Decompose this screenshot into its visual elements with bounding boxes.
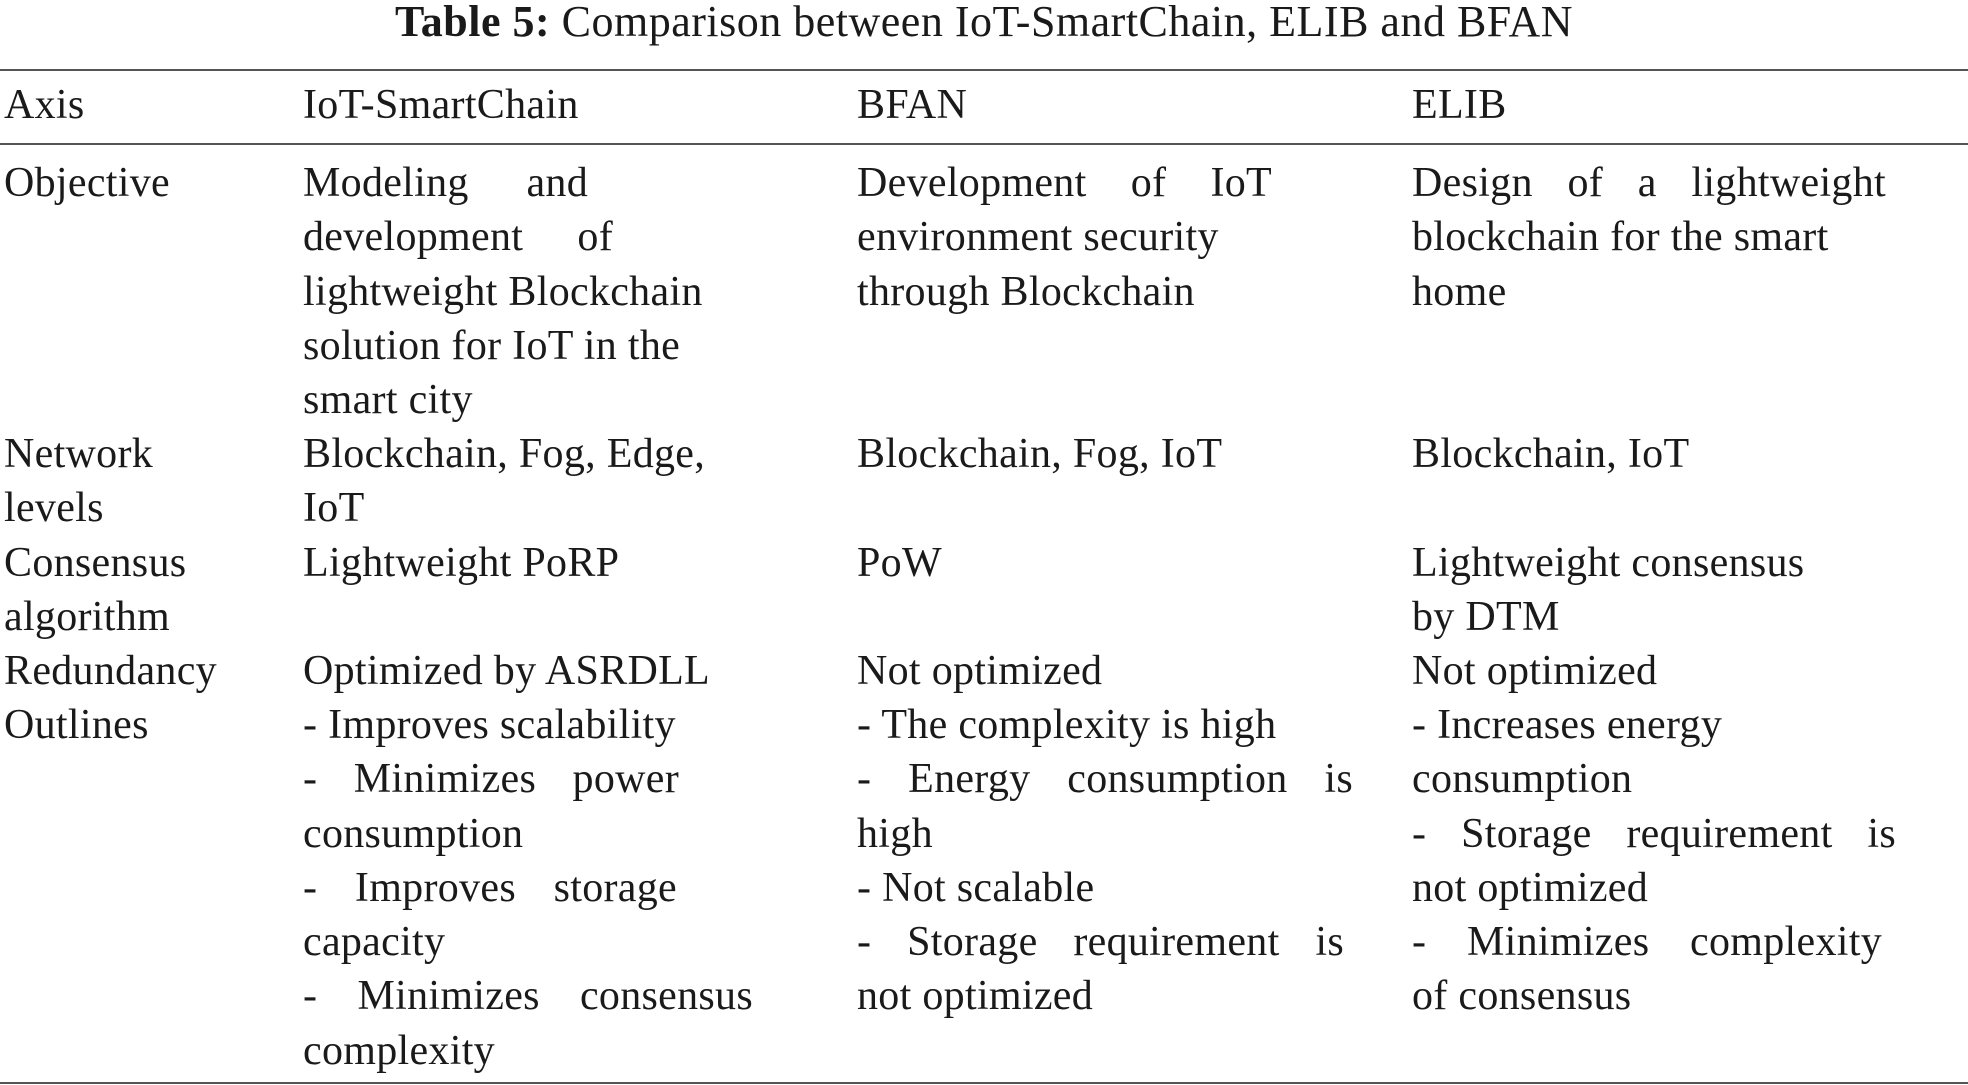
cell-line: - Storage requirement is xyxy=(857,919,1344,966)
cell-line: Outlines xyxy=(4,702,149,748)
axis-cell-redundancy: Redundancy xyxy=(4,644,217,698)
bfan-cell-redundancy: Not optimized xyxy=(857,644,1102,698)
axis-cell-objective: Objective xyxy=(4,156,170,210)
cell-line: blockchain for the smart xyxy=(1412,214,1829,261)
cell-line: - Not scalable xyxy=(857,864,1095,911)
bfan-cell-outlines: - The complexity is high - Energy consum… xyxy=(857,698,1353,1024)
table-caption-label: Table 5: xyxy=(394,0,551,46)
bfan-cell-objective: Development of IoT environment security … xyxy=(857,156,1277,319)
cell-line: levels xyxy=(4,485,104,532)
table-bottom-rule xyxy=(0,1082,1968,1084)
cell-line: IoT xyxy=(303,485,365,532)
elib-cell-outlines: - Increases energy consumption - Storage… xyxy=(1412,698,1896,1024)
cell-line: Development of IoT xyxy=(857,160,1272,206)
cell-line: - The complexity is high xyxy=(857,702,1277,748)
cell-line: - Minimizes consensus xyxy=(303,973,753,1020)
axis-cell-consensus-algorithm: Consensus algorithm xyxy=(4,536,186,645)
cell-line: smart city xyxy=(303,377,473,424)
cell-line: environment security xyxy=(857,214,1219,261)
header-axis: Axis xyxy=(4,82,85,128)
cell-line: Redundancy xyxy=(4,648,217,694)
cell-line: - Energy consumption is xyxy=(857,756,1353,803)
cell-line: - Increases energy xyxy=(1412,702,1723,748)
iot-smartchain-cell-objective: Modeling and development of lightweight … xyxy=(303,156,765,427)
cell-line: - Minimizes power xyxy=(303,756,679,803)
cell-line: Blockchain, Fog, Edge, xyxy=(303,431,706,477)
cell-line: through Blockchain xyxy=(857,268,1195,315)
cell-line: Objective xyxy=(4,160,170,206)
bfan-cell-network-levels: Blockchain, Fog, IoT xyxy=(857,427,1222,481)
header-bfan: BFAN xyxy=(857,82,968,128)
cell-line: Blockchain, IoT xyxy=(1412,431,1690,477)
cell-line: - Improves storage xyxy=(303,864,677,911)
cell-line: - Storage requirement is xyxy=(1412,810,1896,857)
header-elib: ELIB xyxy=(1412,82,1507,128)
cell-line: home xyxy=(1412,268,1507,315)
cell-line: development of xyxy=(303,214,613,261)
cell-line: - Improves scalability xyxy=(303,702,676,748)
bfan-cell-consensus-algorithm: PoW xyxy=(857,536,942,590)
table-caption-text: Comparison between IoT-SmartChain, ELIB … xyxy=(561,0,1574,46)
cell-line: Blockchain, Fog, IoT xyxy=(857,431,1223,477)
cell-line: complexity xyxy=(303,1027,495,1074)
cell-line: Not optimized xyxy=(1412,648,1658,694)
iot-smartchain-cell-network-levels: Blockchain, Fog, Edge, IoT xyxy=(303,427,705,536)
cell-line: by DTM xyxy=(1412,594,1560,641)
cell-line: PoW xyxy=(857,540,942,586)
axis-cell-outlines: Outlines xyxy=(4,698,149,752)
cell-line: high xyxy=(857,810,933,857)
cell-line: of consensus xyxy=(1412,973,1632,1020)
elib-cell-objective: Design of a lightweight blockchain for t… xyxy=(1412,156,1912,319)
cell-line: consumption xyxy=(303,810,524,857)
cell-line: Design of a lightweight xyxy=(1412,160,1886,206)
header-iot-smartchain: IoT-SmartChain xyxy=(303,82,579,128)
cell-line: not optimized xyxy=(857,973,1094,1020)
cell-line: Lightweight consensus xyxy=(1412,540,1805,586)
cell-line: solution for IoT in the xyxy=(303,322,681,369)
table-header-rule xyxy=(0,143,1968,145)
cell-line: capacity xyxy=(303,919,446,966)
cell-line: consumption xyxy=(1412,756,1633,803)
cell-line: Lightweight PoRP xyxy=(303,540,620,586)
table-top-rule xyxy=(0,69,1968,71)
iot-smartchain-cell-redundancy: Optimized by ASRDLL xyxy=(303,644,710,698)
cell-line: algorithm xyxy=(4,594,171,641)
axis-cell-network-levels: Network levels xyxy=(4,427,153,536)
cell-line: Not optimized xyxy=(857,648,1103,694)
elib-cell-consensus-algorithm: Lightweight consensus by DTM xyxy=(1412,536,1804,645)
table-caption: Table 5: Comparison between IoT-SmartCha… xyxy=(0,0,1968,44)
elib-cell-redundancy: Not optimized xyxy=(1412,644,1657,698)
cell-line: Network xyxy=(4,431,154,477)
cell-line: not optimized xyxy=(1412,864,1649,911)
cell-line: Consensus xyxy=(4,540,187,586)
iot-smartchain-cell-outlines: - Improves scalability - Minimizes power… xyxy=(303,698,753,1078)
cell-line: lightweight Blockchain xyxy=(303,268,703,315)
cell-line: - Minimizes complexity xyxy=(1412,919,1882,966)
cell-line: Modeling and xyxy=(303,160,588,206)
iot-smartchain-cell-consensus-algorithm: Lightweight PoRP xyxy=(303,536,619,590)
elib-cell-network-levels: Blockchain, IoT xyxy=(1412,427,1689,481)
cell-line: Optimized by ASRDLL xyxy=(303,648,711,694)
